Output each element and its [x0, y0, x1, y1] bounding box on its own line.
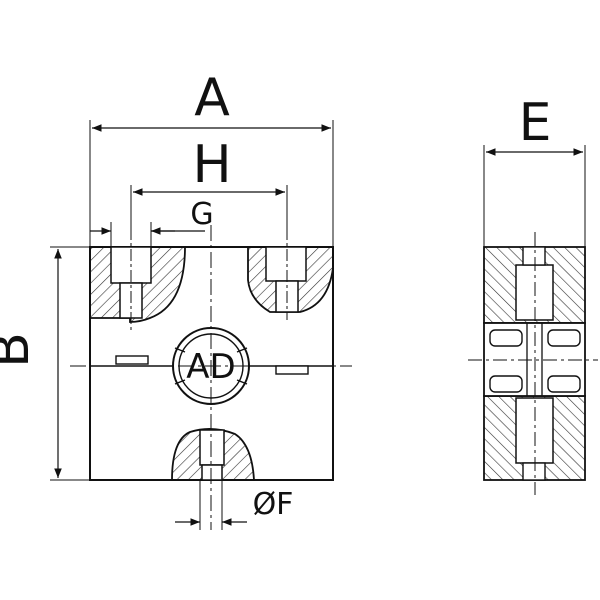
side-pocket-tr	[547, 329, 581, 347]
dim-label-ad: AD	[186, 347, 235, 387]
side-pocket-tl	[489, 329, 523, 347]
dim-label-a: A	[194, 68, 230, 128]
dim-label-f: ØF	[253, 487, 294, 522]
bore-notch	[236, 379, 248, 385]
front-view: A H G B AD ØF	[0, 68, 352, 530]
bore-notch	[236, 347, 248, 353]
right-slot	[275, 365, 309, 375]
left-slot	[115, 355, 149, 365]
side-lower-shank	[522, 462, 546, 481]
bore-notch	[174, 379, 186, 385]
dim-label-h: H	[192, 135, 231, 195]
side-view: E	[468, 93, 598, 495]
dim-label-g: G	[190, 197, 213, 232]
side-pocket-bl	[489, 375, 523, 393]
side-upper-shank	[522, 246, 546, 266]
dim-label-e: E	[519, 93, 552, 153]
bottom-thread	[201, 464, 223, 481]
dim-label-b: B	[0, 332, 41, 368]
bottom-bore	[199, 429, 225, 466]
side-pocket-br	[547, 375, 581, 393]
top-right-bore	[265, 246, 307, 282]
bore-notch	[174, 347, 186, 353]
